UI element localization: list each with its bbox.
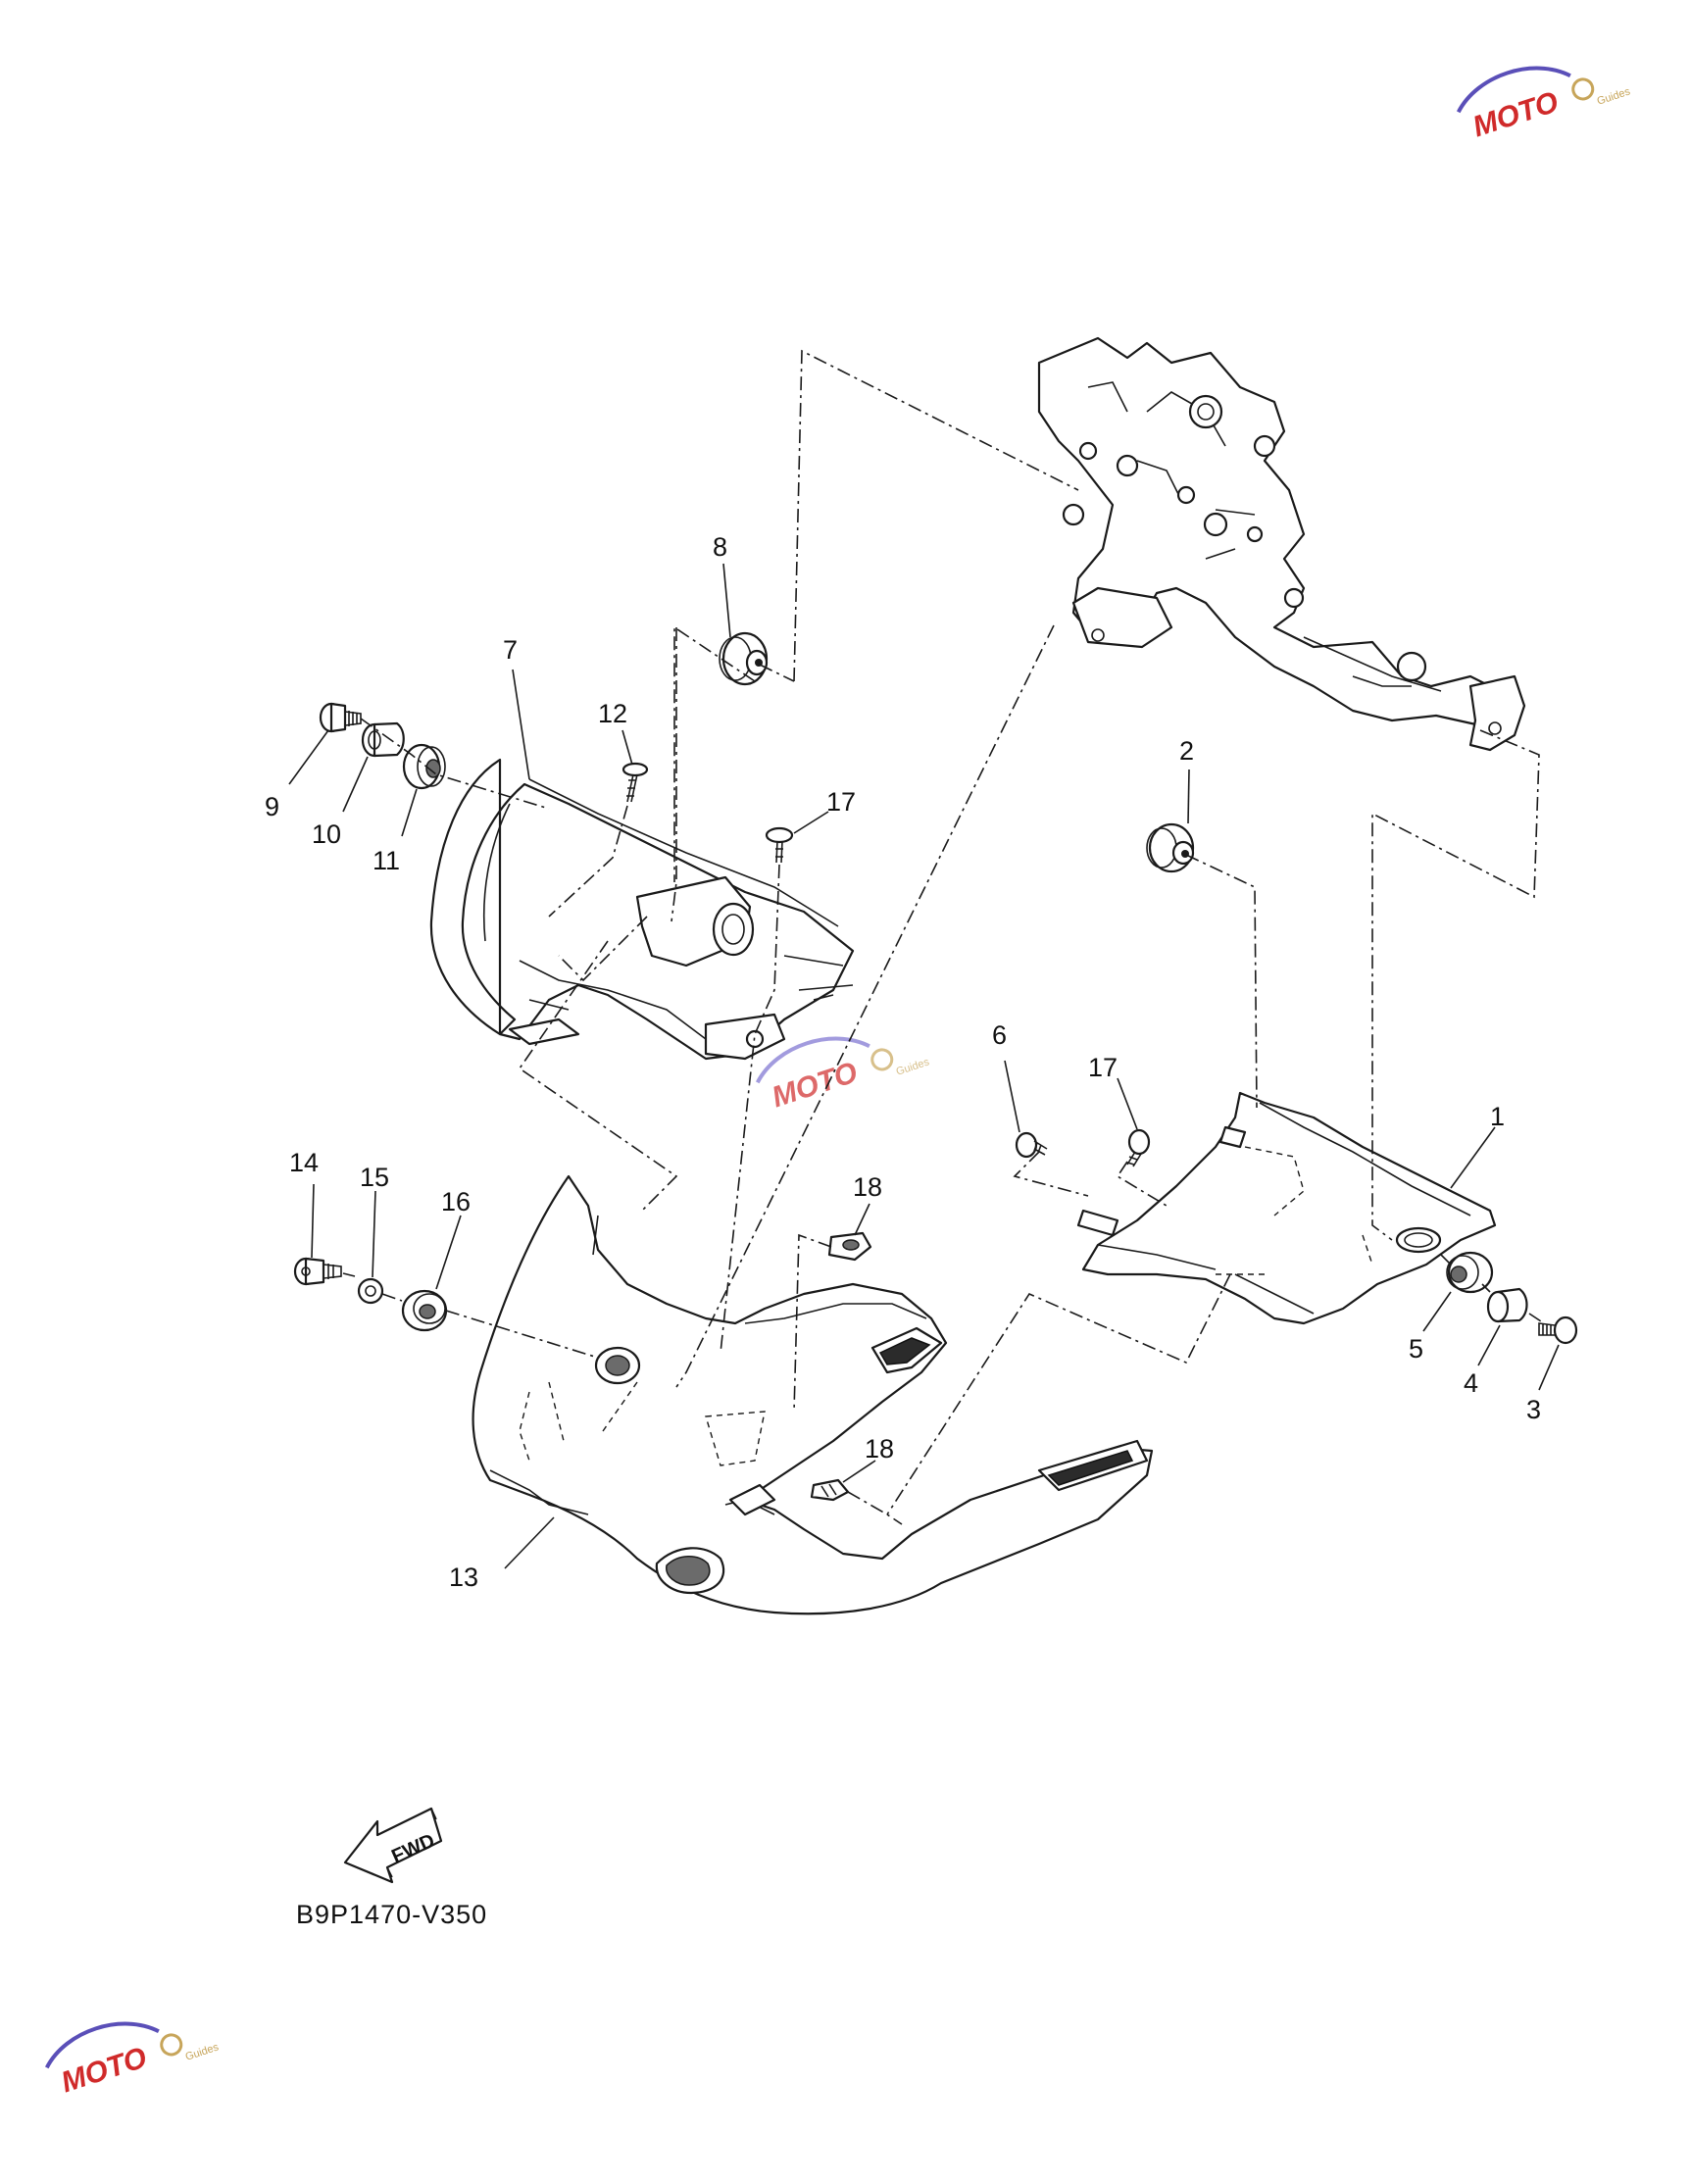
collar-part-10 [361,721,405,758]
callout-16: 16 [441,1187,471,1216]
callout-8: 8 [713,532,727,562]
callout-15: 15 [360,1163,389,1192]
assembly-lines [342,349,1545,1525]
svg-text:Guides: Guides [895,1056,931,1077]
bolt-part-3 [1538,1315,1578,1345]
svg-text:MOTO: MOTO [769,1056,862,1114]
diagram-code: B9P1470-V350 [296,1900,487,1929]
callout-11: 11 [373,846,400,875]
callout-12: 12 [598,699,627,728]
callout-13: 13 [449,1563,478,1592]
bolt-part-14 [293,1257,342,1286]
svg-text:Guides: Guides [184,2041,221,2062]
leader-lines [288,563,1560,1569]
watermark-bottom-left: MOTO Guides [44,2021,221,2099]
collar-part-15 [357,1277,384,1305]
grommet-part-8 [719,631,769,686]
screw-part-12 [621,762,649,803]
callout-3: 3 [1526,1395,1541,1424]
grommet-part-11 [402,743,446,790]
screw-part-17-upper [765,826,794,864]
svg-text:MOTO: MOTO [58,2041,151,2099]
grommet-part-16 [401,1289,448,1332]
callout-5: 5 [1409,1334,1423,1364]
callout-4: 4 [1464,1368,1478,1398]
frame-bracket [1037,336,1526,752]
callout-17-right: 17 [1088,1053,1118,1082]
nut-part-18-lower [810,1478,850,1502]
svg-text:MOTO: MOTO [1469,85,1563,143]
callout-18-upper: 18 [853,1172,882,1202]
inner-cover-part-7 [429,758,855,1061]
callout-7: 7 [503,635,518,665]
side-cover-part-1 [1076,1091,1497,1325]
forward-direction-arrow: FWD [343,1807,443,1884]
callout-6: 6 [992,1020,1007,1050]
nut-part-18-upper [827,1231,872,1262]
callout-17-upper: 17 [826,787,856,817]
grommet-part-5 [1446,1251,1494,1294]
callout-1: 1 [1490,1102,1505,1131]
callout-14: 14 [289,1148,319,1177]
callout-9: 9 [265,792,279,821]
watermark-top-right: MOTO Guides [1456,66,1632,143]
lower-cowl-part-13 [472,1174,1154,1615]
collar-part-4 [1486,1287,1528,1323]
screw-part-17-right [1126,1128,1151,1167]
callout-18-lower: 18 [865,1434,894,1464]
screw-part-6 [1015,1131,1048,1159]
svg-text:Guides: Guides [1596,85,1632,107]
callout-10: 10 [312,819,341,849]
callout-2: 2 [1179,736,1194,766]
bolt-part-9 [319,702,362,733]
callout-labels: 1 2 3 4 5 6 7 8 9 10 11 12 13 14 15 16 1… [265,532,1541,1592]
grommet-part-2 [1146,822,1195,873]
